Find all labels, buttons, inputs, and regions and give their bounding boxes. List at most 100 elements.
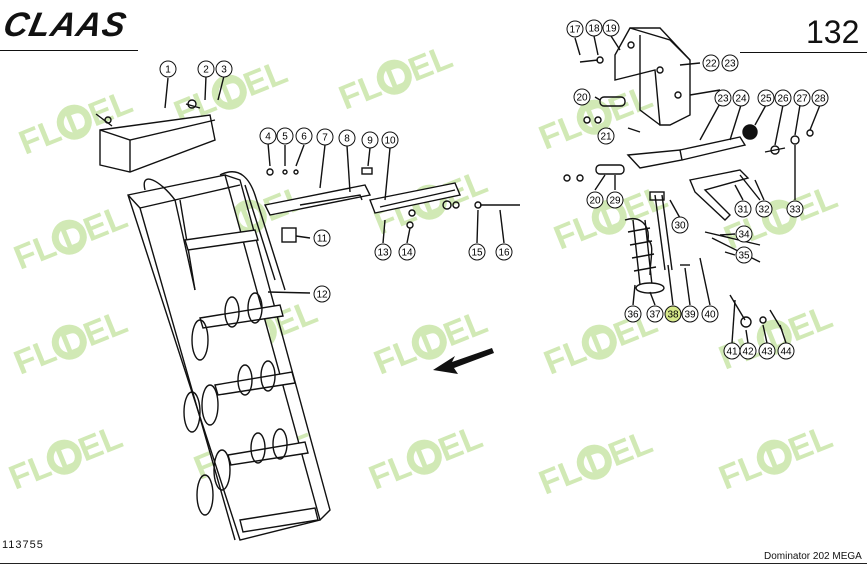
callout: 24 — [732, 89, 750, 107]
watermark-mark: FL DEL — [4, 418, 128, 498]
svg-text:4: 4 — [265, 132, 271, 143]
callout: 1 — [159, 60, 177, 78]
svg-text:FL DEL: FL DEL — [364, 418, 488, 498]
callout: 20 — [586, 191, 604, 209]
callout: 31 — [734, 200, 752, 218]
svg-text:35: 35 — [738, 251, 750, 262]
svg-text:12: 12 — [316, 290, 328, 301]
callout: 42 — [739, 342, 757, 360]
svg-text:42: 42 — [742, 347, 754, 358]
callout: 34 — [735, 225, 753, 243]
watermark-mark: FL DEL — [364, 418, 488, 498]
callout: 44 — [777, 342, 795, 360]
callout: 21 — [597, 127, 615, 145]
callout: 35 — [735, 246, 753, 264]
callout: 16 — [495, 243, 513, 261]
svg-text:19: 19 — [605, 24, 617, 35]
callout: 17 — [566, 20, 584, 38]
callout: 10 — [381, 131, 399, 149]
svg-text:8: 8 — [344, 134, 350, 145]
svg-text:14: 14 — [401, 248, 413, 259]
svg-text:15: 15 — [471, 248, 483, 259]
svg-text:17: 17 — [569, 25, 581, 36]
callout: 40 — [701, 305, 719, 323]
callout: 19 — [602, 19, 620, 37]
callout: 37 — [646, 305, 664, 323]
callout: 13 — [374, 243, 392, 261]
svg-text:27: 27 — [796, 94, 808, 105]
svg-text:33: 33 — [789, 205, 801, 216]
svg-text:43: 43 — [761, 347, 773, 358]
callout: 25 — [757, 89, 775, 107]
svg-text:3: 3 — [221, 65, 227, 76]
svg-text:39: 39 — [684, 310, 696, 321]
svg-text:16: 16 — [498, 248, 510, 259]
svg-text:FL DEL: FL DEL — [539, 303, 663, 383]
callout: 18 — [585, 19, 603, 37]
watermark-mark: FL DEL — [9, 198, 133, 278]
watermark-mark: FL DEL — [534, 423, 658, 503]
svg-text:34: 34 — [738, 230, 750, 241]
svg-text:28: 28 — [814, 94, 826, 105]
svg-text:20: 20 — [576, 93, 588, 104]
callout: 8 — [338, 129, 356, 147]
watermark-mark: FL DEL — [9, 303, 133, 383]
callout: 33 — [786, 200, 804, 218]
callout: 30 — [671, 216, 689, 234]
callout: 4 — [259, 127, 277, 145]
svg-text:7: 7 — [322, 133, 328, 144]
svg-text:10: 10 — [384, 136, 396, 147]
callout: 9 — [361, 131, 379, 149]
watermark-mark: FL DEL — [369, 303, 493, 383]
svg-text:29: 29 — [609, 196, 621, 207]
pedal-assembly — [563, 27, 821, 344]
svg-text:36: 36 — [627, 310, 639, 321]
header-rule-left — [0, 50, 138, 51]
callout: 43 — [758, 342, 776, 360]
callout: 27 — [793, 89, 811, 107]
svg-text:FL DEL: FL DEL — [549, 178, 673, 258]
callout-layer: 1 2 3 4 5 6 7 8 9 10 11 12 13 14 15 16 1… — [159, 19, 829, 360]
callout: 12 — [313, 285, 331, 303]
ladder-assembly — [95, 75, 520, 541]
svg-text:9: 9 — [367, 136, 373, 147]
callout: 20 — [573, 88, 591, 106]
svg-text:5: 5 — [282, 132, 288, 143]
callout: 39 — [681, 305, 699, 323]
callout: 22 — [702, 54, 720, 72]
svg-text:37: 37 — [649, 310, 661, 321]
watermark-layer: FL DEL FL DEL FL DEL FL DEL FL DEL FL DE… — [4, 38, 843, 503]
callout: 38 — [664, 305, 682, 323]
svg-text:FL DEL: FL DEL — [9, 303, 133, 383]
callout: 36 — [624, 305, 642, 323]
svg-text:11: 11 — [317, 234, 328, 245]
footer-rule — [0, 563, 867, 564]
svg-text:FL DEL: FL DEL — [4, 418, 128, 498]
svg-text:23: 23 — [724, 59, 736, 70]
svg-text:18: 18 — [588, 24, 600, 35]
watermark-mark: FL DEL — [714, 418, 838, 498]
document-number: 113755 — [2, 539, 44, 551]
svg-text:FL DEL: FL DEL — [9, 198, 133, 278]
svg-text:24: 24 — [735, 94, 747, 105]
svg-text:23: 23 — [717, 94, 729, 105]
callout: 2 — [197, 60, 215, 78]
svg-text:30: 30 — [674, 221, 686, 232]
svg-text:20: 20 — [589, 196, 601, 207]
svg-text:38: 38 — [667, 310, 679, 321]
svg-text:FL DEL: FL DEL — [334, 38, 458, 118]
svg-text:32: 32 — [758, 205, 770, 216]
watermark-mark: FL DEL — [539, 303, 663, 383]
callout: 28 — [811, 89, 829, 107]
callout: 5 — [276, 127, 294, 145]
svg-text:40: 40 — [704, 310, 716, 321]
svg-text:22: 22 — [705, 59, 717, 70]
svg-text:1: 1 — [165, 65, 171, 76]
svg-text:13: 13 — [377, 248, 389, 259]
callout: 14 — [398, 243, 416, 261]
callout: 6 — [295, 127, 313, 145]
svg-text:25: 25 — [760, 94, 772, 105]
callout: 32 — [755, 200, 773, 218]
